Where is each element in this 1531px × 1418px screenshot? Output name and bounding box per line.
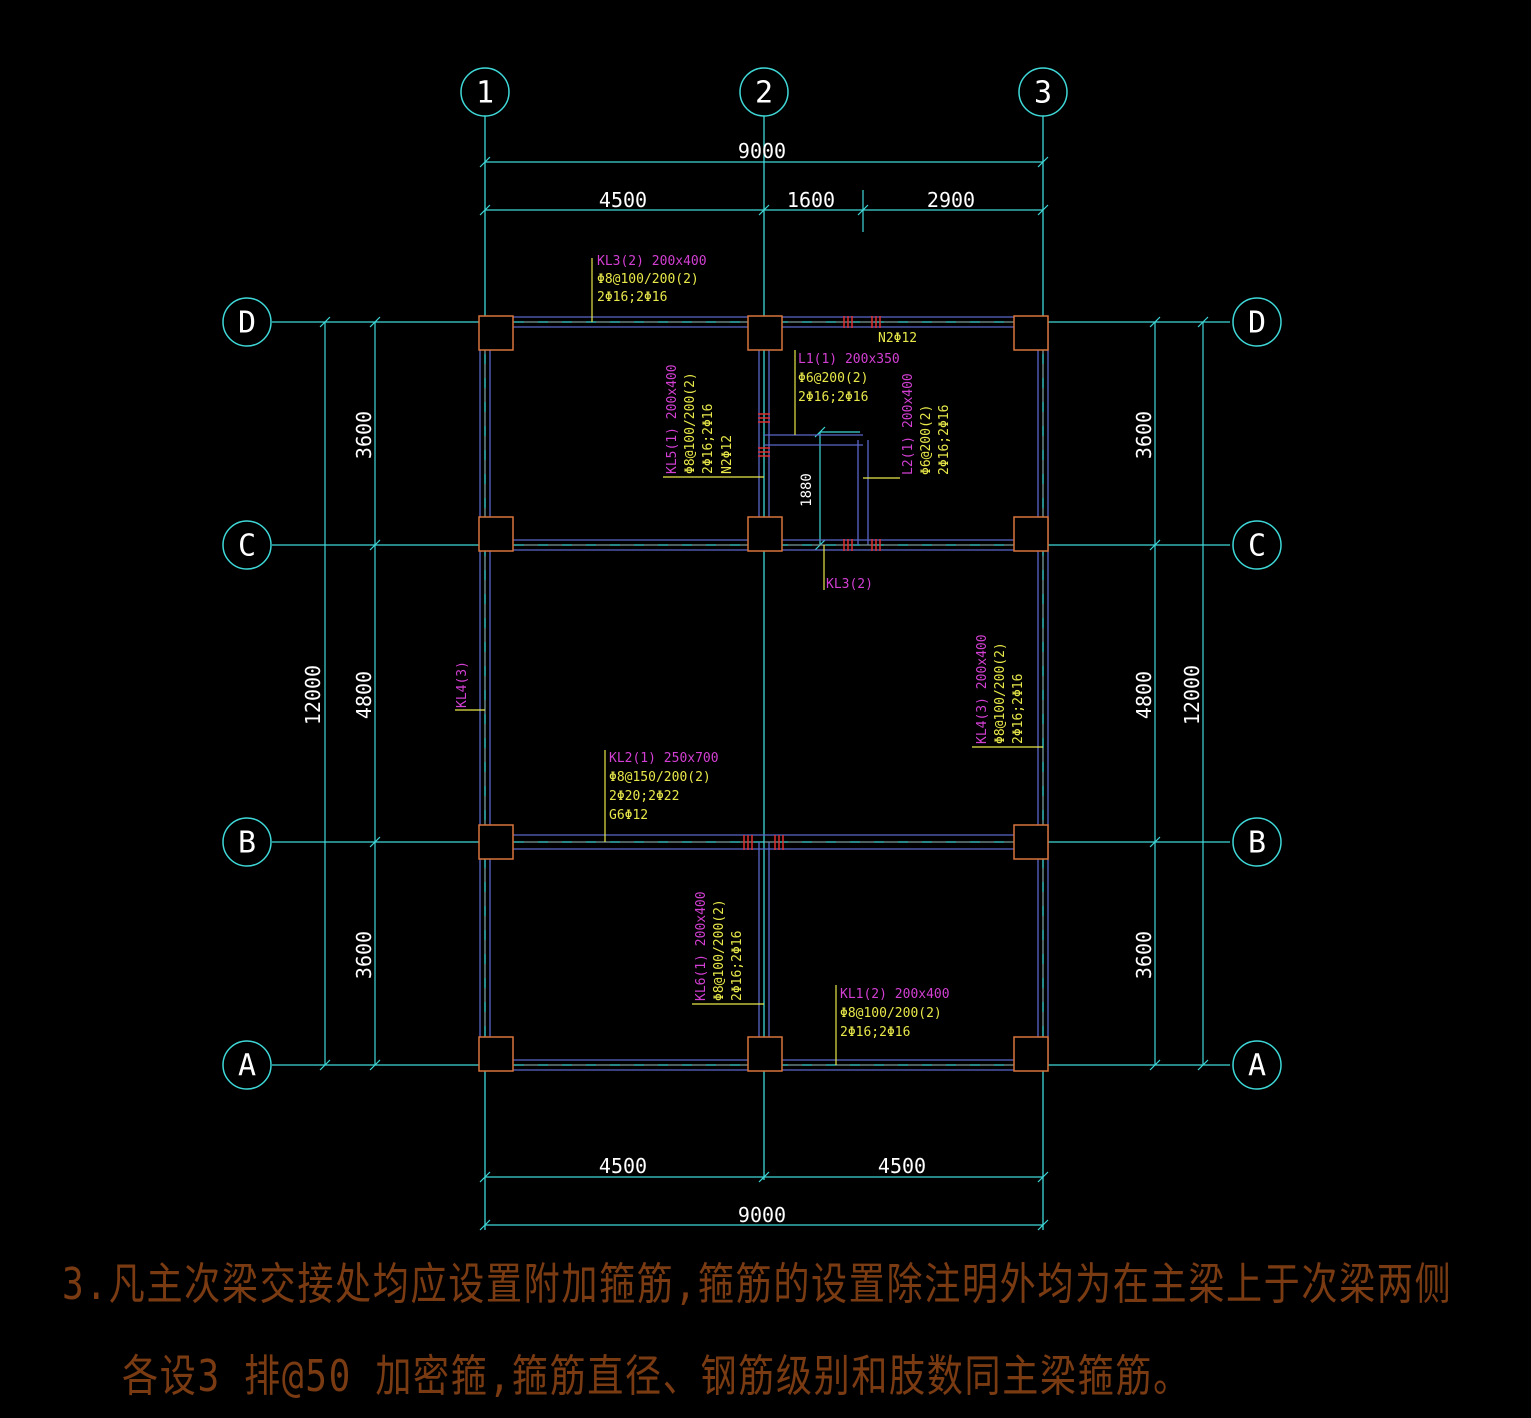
kl6-stirrup: Φ8@100/200(2) <box>712 899 727 1001</box>
kl4-right-name: KL4(3) 200x400 <box>975 634 990 744</box>
kl1-bars: 2Φ16;2Φ16 <box>840 1025 910 1040</box>
note-line-1: 3.凡主次梁交接处均应设置附加箍筋,箍筋的设置除注明外均为在主梁上于次梁两侧 <box>62 1259 1453 1310</box>
bubble-label-C-left: C <box>238 529 256 564</box>
dim-left-part-2: 4800 <box>352 671 376 719</box>
dim-inner-1880: 1880 <box>799 473 815 507</box>
column-1-B <box>478 824 514 860</box>
dim-top-total: 9000 <box>738 139 786 163</box>
axis-bubble-labels: 1 2 3 D C B A D C B A <box>238 76 1266 1084</box>
kl5-name: KL5(1) 200x400 <box>665 364 680 474</box>
bubble-label-B-left: B <box>238 826 256 861</box>
bubble-C-left <box>222 520 272 570</box>
dim-bottom-part-1: 4500 <box>599 1154 647 1178</box>
column-3-C <box>1013 516 1049 552</box>
dim-left-total: 12000 <box>301 665 325 725</box>
l1-name: L1(1) 200x350 <box>798 352 900 367</box>
kl3-top-bars: 2Φ16;2Φ16 <box>597 290 667 305</box>
kl2-stirrup: Φ8@150/200(2) <box>609 770 711 785</box>
column-3-B <box>1013 824 1049 860</box>
kl3-c-name: KL3(2) <box>826 577 873 592</box>
bubble-label-A-left: A <box>238 1049 256 1084</box>
bubble-label-C-right: C <box>1248 529 1266 564</box>
column-3-D <box>1013 315 1049 351</box>
bubble-C-right <box>1232 520 1282 570</box>
dimension-texts: 9000 4500 1600 2900 4500 4500 9000 12000… <box>301 139 1204 1227</box>
dim-right-part-2: 4800 <box>1132 671 1156 719</box>
columns <box>478 315 1049 1072</box>
column-1-C <box>478 516 514 552</box>
kl6-bars: 2Φ16;2Φ16 <box>730 931 745 1001</box>
column-1-D <box>478 315 514 351</box>
stirrup-marks <box>743 316 881 850</box>
bubble-label-2: 2 <box>755 76 773 111</box>
dim-left-part-3: 3600 <box>352 931 376 979</box>
bubble-A-right <box>1232 1040 1282 1090</box>
kl4-left-name: KL4(3) <box>455 661 470 708</box>
beam-annotations: KL3(2) 200x400 Φ8@100/200(2) 2Φ16;2Φ16 N… <box>455 254 1026 1040</box>
dim-right-total: 12000 <box>1180 665 1204 725</box>
kl3-top-name: KL3(2) 200x400 <box>597 254 707 269</box>
kl4-right-bars: 2Φ16;2Φ16 <box>1011 674 1026 744</box>
bubble-B-left <box>222 817 272 867</box>
dim-bottom-part-2: 4500 <box>878 1154 926 1178</box>
kl5-extra: N2Φ12 <box>720 435 735 474</box>
kl4-right-stirrup: Φ8@100/200(2) <box>993 642 1008 744</box>
bubble-1 <box>460 67 510 117</box>
kl2-extra: G6Φ12 <box>609 808 648 823</box>
bubble-label-A-right: A <box>1248 1049 1266 1084</box>
column-2-C <box>747 516 783 552</box>
n2-label: N2Φ12 <box>878 331 917 346</box>
bubble-2 <box>739 67 789 117</box>
bubble-label-D-left: D <box>238 306 256 341</box>
dim-top-part-3: 2900 <box>927 188 975 212</box>
dim-right-part-3: 3600 <box>1132 931 1156 979</box>
kl2-name: KL2(1) 250x700 <box>609 751 719 766</box>
dim-bottom-total: 9000 <box>738 1203 786 1227</box>
kl5-stirrup: Φ8@100/200(2) <box>683 372 698 474</box>
kl2-bars: 2Φ20;2Φ22 <box>609 789 679 804</box>
bubble-B-right <box>1232 817 1282 867</box>
l2-bars: 2Φ16;2Φ16 <box>937 405 952 475</box>
l2-stirrup: Φ6@200(2) <box>919 405 934 475</box>
bubble-label-D-right: D <box>1248 306 1266 341</box>
l1-stirrup: Φ6@200(2) <box>798 371 868 386</box>
note-line-2: 各设3 排@50 加密箍,箍筋直径、钢筋级别和肢数同主梁箍筋。 <box>122 1351 1191 1402</box>
kl3-top-stirrup: Φ8@100/200(2) <box>597 272 699 287</box>
leader-lines <box>455 258 1043 1065</box>
l1-bars: 2Φ16;2Φ16 <box>798 390 868 405</box>
bubble-A-left <box>222 1040 272 1090</box>
bubble-label-3: 3 <box>1034 76 1052 111</box>
column-2-D <box>747 315 783 351</box>
kl6-name: KL6(1) 200x400 <box>694 891 709 1001</box>
column-2-A <box>747 1036 783 1072</box>
bubble-D-left <box>222 297 272 347</box>
kl1-name: KL1(2) 200x400 <box>840 987 950 1002</box>
dim-left-part-1: 3600 <box>352 411 376 459</box>
column-3-A <box>1013 1036 1049 1072</box>
kl1-stirrup: Φ8@100/200(2) <box>840 1006 942 1021</box>
dim-top-part-1: 4500 <box>599 188 647 212</box>
l2-name: L2(1) 200x400 <box>901 373 916 475</box>
bubble-D-right <box>1232 297 1282 347</box>
kl5-bars: 2Φ16;2Φ16 <box>701 404 716 474</box>
column-1-A <box>478 1036 514 1072</box>
axis-bubbles <box>222 67 1282 1090</box>
bubble-label-B-right: B <box>1248 826 1266 861</box>
bubble-label-1: 1 <box>476 76 494 111</box>
dim-top-part-2: 1600 <box>787 188 835 212</box>
dim-right-part-1: 3600 <box>1132 411 1156 459</box>
bubble-3 <box>1018 67 1068 117</box>
